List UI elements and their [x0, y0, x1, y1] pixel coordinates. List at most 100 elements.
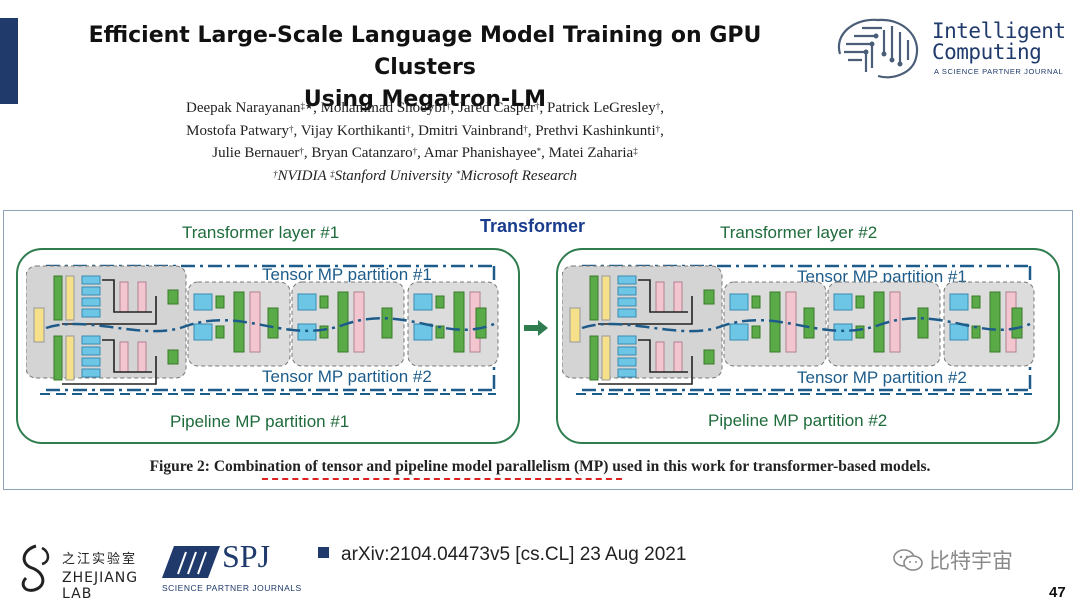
proj-block [703, 289, 715, 305]
attention-head [81, 346, 101, 356]
gelu-block [435, 295, 445, 309]
attention-head [617, 297, 637, 307]
layer-2-pipeline-label: Pipeline MP partition #2 [708, 411, 888, 430]
arxiv-text: arXiv:2104.04473v5 [cs.CL] 23 Aug 2021 [341, 544, 687, 565]
layer-2-box [556, 248, 1060, 444]
tensor-partition-outline [46, 264, 496, 392]
gelu-block [751, 325, 761, 339]
norm-block [453, 291, 465, 353]
input-block [569, 307, 581, 343]
zhejiang-lab-en: ZHEJIANG LAB [62, 570, 139, 602]
layernorm-block [589, 335, 599, 381]
title-line-1: Efficient Large-Scale Language Model Tra… [88, 23, 762, 80]
attention-head [617, 346, 637, 356]
qkv-block [601, 335, 611, 381]
dropout-block [673, 281, 683, 313]
output-block [803, 307, 815, 339]
fc-block [193, 323, 213, 341]
journal-name-line-1: Intelligent [932, 19, 1066, 43]
figure-heading: Transformer [480, 216, 586, 236]
spj-wordmark: SPJ [222, 538, 271, 574]
fc-block [413, 323, 433, 341]
bullet-square-icon [318, 547, 329, 558]
output-block [1011, 307, 1023, 339]
layer-2-tensor-top-label: Tensor MP partition #1 [797, 267, 967, 286]
author-line-1: Deepak Narayanan‡★, Mohammad Shoeybi†, J… [185, 100, 665, 116]
watermark: 比特宇宙 [893, 545, 1013, 575]
proj-block [703, 349, 715, 365]
attention-head [617, 357, 637, 367]
layer-1-box [16, 248, 520, 444]
layernorm-block [589, 275, 599, 321]
zhejiang-lab-logo: 之江实验室 ZHEJIANG LAB [16, 540, 156, 602]
tensor-partition-outline [582, 264, 1032, 392]
norm-block [873, 291, 885, 353]
attention-panel [26, 265, 187, 379]
gelu-block [855, 325, 865, 339]
gelu-block [319, 325, 329, 339]
spj-logo: SPJ SCIENCE PARTNER JOURNALS [160, 538, 302, 600]
gelu-block [971, 295, 981, 309]
layer-1-label: Transformer layer #1 [182, 223, 340, 242]
layernorm-block [53, 275, 63, 321]
layer-1-diagram [26, 264, 499, 395]
brain-circuit-icon [837, 18, 919, 79]
fc-block [297, 293, 317, 311]
fc-block [949, 293, 969, 311]
gelu-block [215, 295, 225, 309]
attention-head [81, 275, 101, 285]
residual-block [249, 291, 261, 353]
layer-1-tensor-top-label: Tensor MP partition #1 [262, 265, 432, 284]
spj-emblem-icon [162, 546, 220, 578]
journal-subtitle: A SCIENCE PARTNER JOURNAL [934, 67, 1064, 76]
qkv-block [65, 335, 75, 381]
attention-head [617, 308, 637, 318]
attention-head [81, 357, 101, 367]
journal-logo: Intelligent Computing A SCIENCE PARTNER … [832, 14, 1066, 86]
output-block [267, 307, 279, 339]
qkv-block [65, 275, 75, 321]
layernorm-block [53, 335, 63, 381]
zhejiang-lab-cn: 之江实验室 [62, 551, 138, 566]
attention-head [617, 275, 637, 285]
attention-head [81, 286, 101, 296]
attention-head [617, 368, 637, 378]
output-block [381, 307, 393, 339]
tensor-split-line [581, 316, 1031, 333]
gelu-block [319, 295, 329, 309]
caption-highlight-underline [262, 478, 622, 480]
fc-block [729, 323, 749, 341]
connection-line [598, 339, 693, 385]
attention-head [617, 286, 637, 296]
norm-block [989, 291, 1001, 353]
author-line-2: Mostofa Patwary†, Vijay Korthikanti†, Dm… [186, 122, 664, 139]
dropout-block [137, 281, 147, 313]
fc-block [729, 293, 749, 311]
wechat-icon [893, 549, 923, 571]
residual-block [353, 291, 365, 353]
output-block [917, 307, 929, 339]
dropout-block [137, 341, 147, 373]
zhejiang-lab-emblem-icon [21, 544, 50, 592]
arrow-right-icon [524, 320, 548, 336]
gelu-block [751, 295, 761, 309]
fc-block [413, 293, 433, 311]
attention-head [81, 297, 101, 307]
author-line-3: Julie Bernauer†, Bryan Catanzaro†, Amar … [212, 145, 638, 161]
gelu-block [855, 295, 865, 309]
spj-subtitle: SCIENCE PARTNER JOURNALS [162, 583, 302, 593]
softmax-block [119, 281, 129, 313]
attention-head [617, 335, 637, 345]
layer-2-diagram [562, 264, 1035, 395]
connection-line [62, 339, 157, 385]
journal-name-line-2: Computing [932, 40, 1042, 64]
residual-block [889, 291, 901, 353]
gelu-block [215, 325, 225, 339]
figure-caption: Figure 2: Combination of tensor and pipe… [149, 458, 931, 475]
accent-bar [0, 18, 18, 104]
attention-head [81, 335, 101, 345]
softmax-block [655, 281, 665, 313]
arxiv-reference: arXiv:2104.04473v5 [cs.CL] 23 Aug 2021 [318, 544, 686, 566]
proj-block [167, 349, 179, 365]
softmax-block [655, 341, 665, 373]
